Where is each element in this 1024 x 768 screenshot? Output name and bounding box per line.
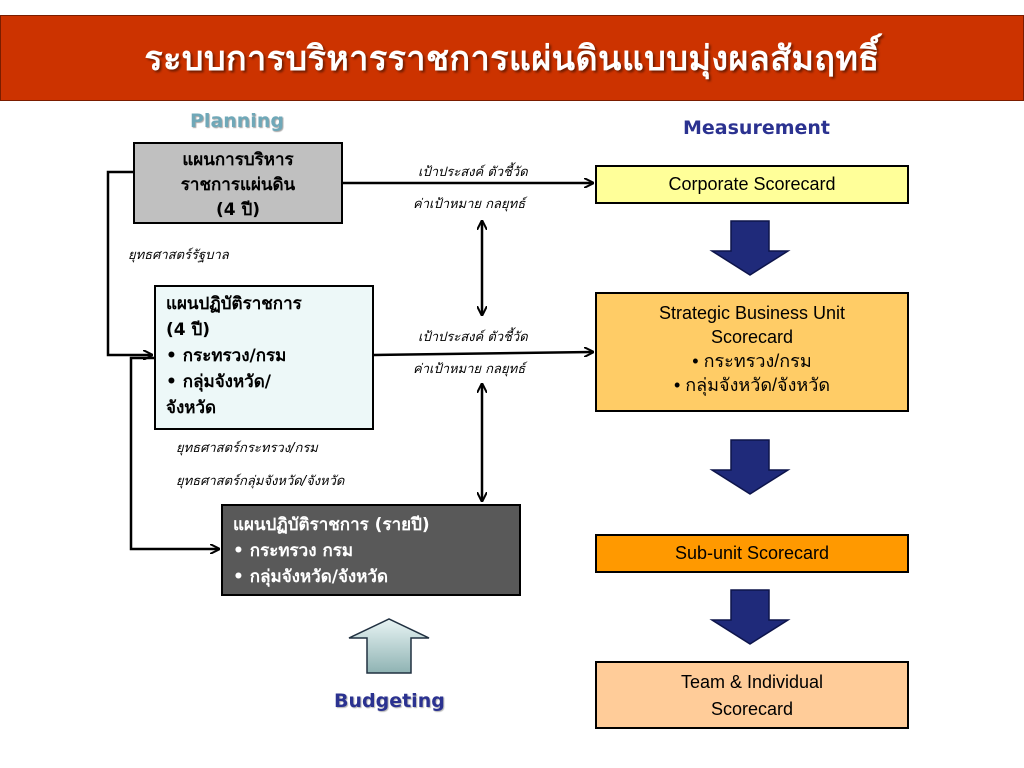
plan-national-box: แผนการบริหาร ราชการแผ่นดิน (4 ปี) xyxy=(133,142,343,224)
scorecard-label: Team & Individual xyxy=(680,672,824,692)
plan-national-line: (4 ปี) xyxy=(215,200,261,220)
plan-national-line: ราชการแผ่นดิน xyxy=(180,175,296,195)
note-goals-1: เป้าประสงค์ ตัวชี้วัด xyxy=(418,165,528,180)
down-arrow-3 xyxy=(709,589,791,645)
scorecard-label: Scorecard xyxy=(710,327,794,347)
down-arrow-2 xyxy=(709,439,791,495)
scorecard-label: Strategic Business Unit xyxy=(658,303,846,323)
page-title: ระบบการบริหารราชการแผ่นดินแบบมุ่งผลสัมฤท… xyxy=(144,39,880,79)
note-targets-2: ค่าเป้าหมาย กลยุทธ์ xyxy=(413,362,526,377)
plan-annual-line: • กระทรวง กรม xyxy=(233,541,354,561)
note-goals-2: เป้าประสงค์ ตัวชี้วัด xyxy=(418,330,528,345)
plan-national-line: แผนการบริหาร xyxy=(182,150,294,170)
scorecard-label: • กระทรวง/กรม xyxy=(692,351,812,371)
subunit-scorecard-box: Sub-unit Scorecard xyxy=(595,534,909,573)
corporate-scorecard-box: Corporate Scorecard xyxy=(595,165,909,204)
plan-operational-line: • กลุ่มจังหวัด/ xyxy=(166,372,271,392)
arrow-plan2-to-plan3 xyxy=(129,356,218,549)
scorecard-label: Corporate Scorecard xyxy=(668,174,836,194)
plan-operational-line: (4 ปี) xyxy=(166,320,211,340)
scorecard-label: Sub-unit Scorecard xyxy=(674,543,830,563)
scorecard-label: Scorecard xyxy=(710,699,794,719)
plan-operational-line: จังหวัด xyxy=(166,398,217,418)
note-ministry-strategy: ยุทธศาสตร์กระทรวง/กรม xyxy=(176,441,318,456)
note-targets-1: ค่าเป้าหมาย กลยุทธ์ xyxy=(413,197,526,212)
down-arrow-1 xyxy=(709,220,791,276)
plan-operational-box: แผนปฏิบัติราชการ (4 ปี) • กระทรวง/กรม • … xyxy=(154,285,374,430)
plan-operational-line: • กระทรวง/กรม xyxy=(166,346,287,366)
measurement-label: Measurement xyxy=(683,117,830,139)
team-scorecard-box: Team & Individual Scorecard xyxy=(595,661,909,729)
title-bar: ระบบการบริหารราชการแผ่นดินแบบมุ่งผลสัมฤท… xyxy=(0,15,1024,101)
plan-annual-box: แผนปฏิบัติราชการ (รายปี) • กระทรวง กรม •… xyxy=(221,504,521,596)
up-arrow-budgeting xyxy=(348,618,430,674)
plan-annual-line: • กลุ่มจังหวัด/จังหวัด xyxy=(233,567,389,587)
sbu-scorecard-box: Strategic Business Unit Scorecard • กระท… xyxy=(595,292,909,412)
note-province-strategy: ยุทธศาสตร์กลุ่มจังหวัด/จังหวัด xyxy=(176,474,345,489)
plan-operational-line: แผนปฏิบัติราชการ xyxy=(166,294,302,314)
note-gov-strategy: ยุทธศาสตร์รัฐบาล xyxy=(128,248,229,263)
scorecard-label: • กลุ่มจังหวัด/จังหวัด xyxy=(673,375,831,395)
plan-annual-line: แผนปฏิบัติราชการ (รายปี) xyxy=(233,515,430,535)
arrow-plan2-to-sbu xyxy=(373,352,592,355)
arrow-plan1-to-plan2 xyxy=(106,170,151,355)
planning-label: Planning xyxy=(190,110,284,132)
budgeting-label: Budgeting xyxy=(334,690,445,712)
